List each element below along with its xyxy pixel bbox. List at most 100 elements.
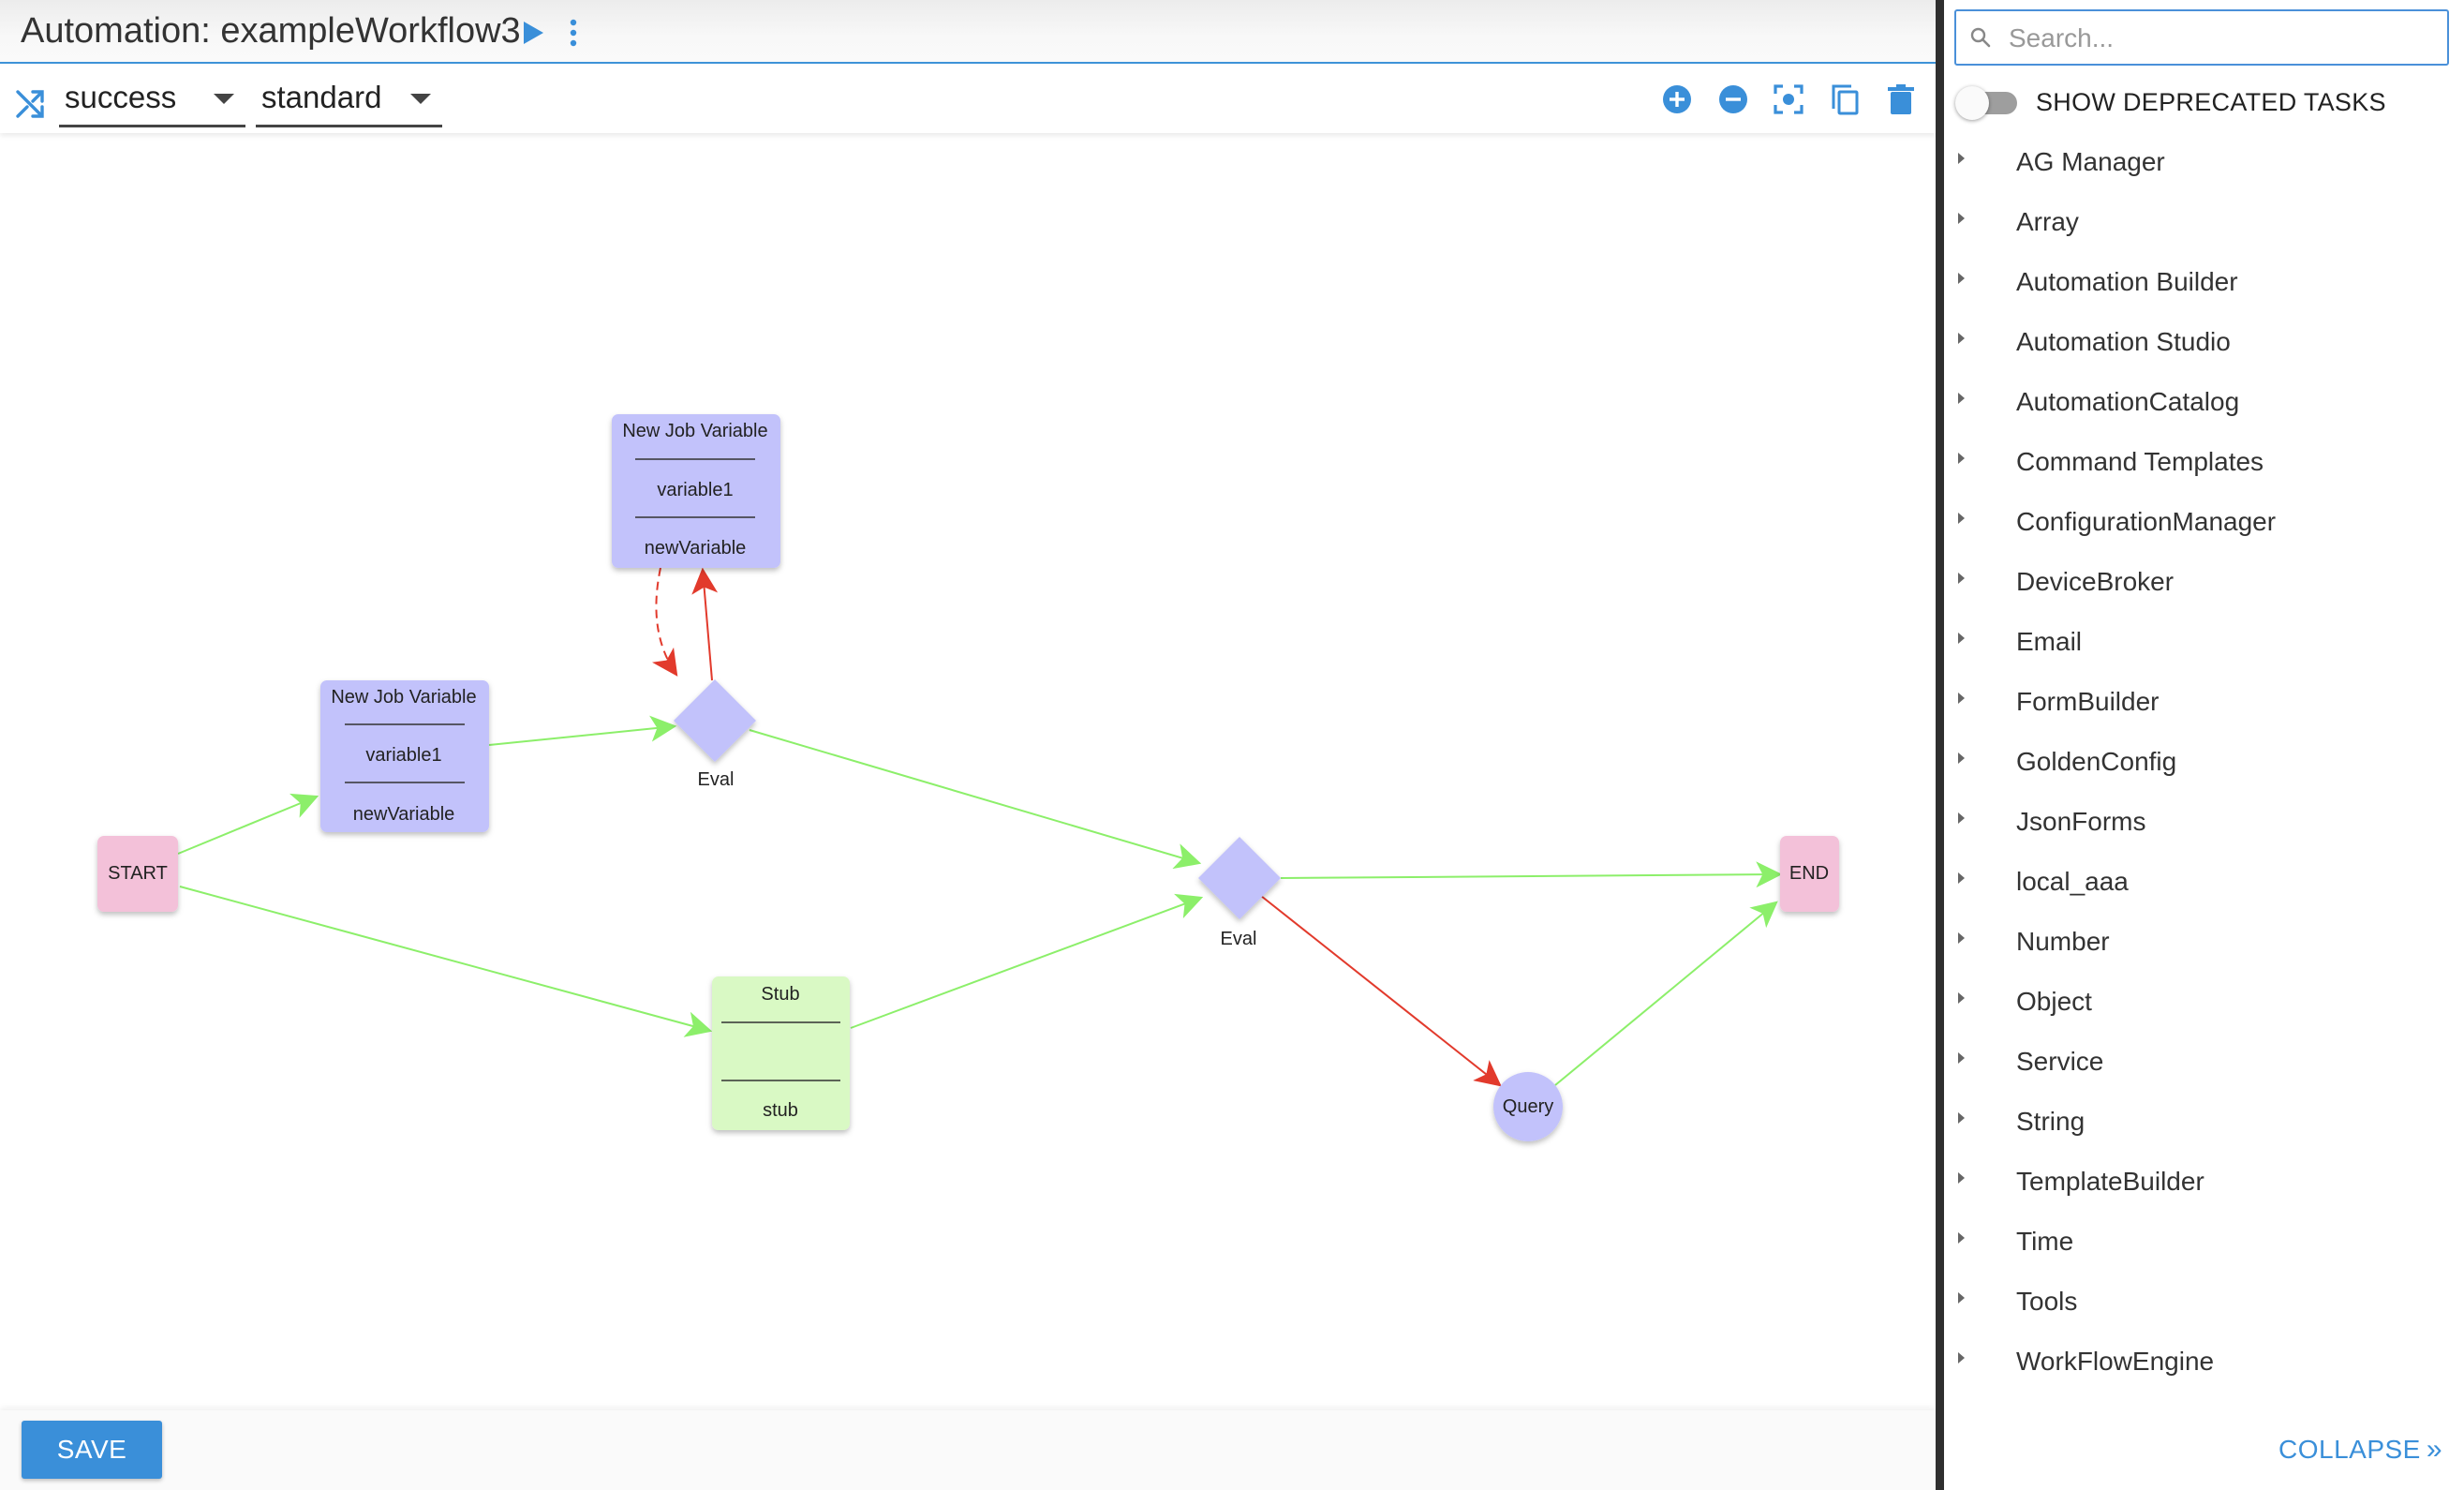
collapse-button[interactable]: COLLAPSE» <box>2278 1434 2442 1466</box>
edge-eval-to-eval2[interactable] <box>749 729 1202 870</box>
type-select-value: standard <box>261 80 382 114</box>
search-field[interactable] <box>1954 9 2449 66</box>
task-group-label: TemplateBuilder <box>2016 1167 2204 1196</box>
task-group-label: Array <box>2016 207 2079 236</box>
task-group-label: Object <box>2016 987 2092 1016</box>
task-group-item[interactable]: Number <box>1944 913 2464 973</box>
edge-eval2-to-end[interactable] <box>1280 861 1783 888</box>
search-input[interactable] <box>2009 21 2430 56</box>
result-select-value: success <box>65 80 177 114</box>
workflow-editor: Automation: exampleWorkflow3 success sta… <box>0 0 1936 1490</box>
page-title: Automation: exampleWorkflow3 <box>21 11 521 51</box>
task-group-item[interactable]: Tools <box>1944 1273 2464 1333</box>
eval-node[interactable]: Eval <box>1198 837 1281 949</box>
double-chevron-right-icon: » <box>2426 1434 2443 1465</box>
caret-right-icon <box>1958 333 1965 344</box>
task-group-label: AG Manager <box>2016 147 2165 176</box>
stub-node-line2: stub <box>763 1100 798 1121</box>
start-node-label: START <box>108 863 168 884</box>
edge-query-to-end[interactable] <box>1554 901 1778 1086</box>
task-group-item[interactable]: GoldenConfig <box>1944 733 2464 793</box>
task-group-item[interactable]: Automation Builder <box>1944 253 2464 313</box>
delete-icon[interactable] <box>1884 82 1918 116</box>
task-group-item[interactable]: ConfigurationManager <box>1944 493 2464 553</box>
more-vert-icon[interactable] <box>564 17 583 49</box>
workflow-canvas[interactable]: START END New Job Variable variable1 new… <box>0 133 1936 1410</box>
task-group-label: DeviceBroker <box>2016 567 2175 596</box>
copy-icon[interactable] <box>1828 82 1862 116</box>
caret-right-icon <box>1958 153 1965 164</box>
task-group-item[interactable]: DeviceBroker <box>1944 553 2464 613</box>
shuffle-icon[interactable] <box>14 88 46 120</box>
task-group-label: Command Templates <box>2016 447 2264 476</box>
task-group-item[interactable]: AutomationCatalog <box>1944 373 2464 433</box>
type-select[interactable]: standard <box>256 73 442 127</box>
edge-jobvar-to-eval[interactable] <box>488 715 677 746</box>
task-group-label: Email <box>2016 627 2083 656</box>
caret-right-icon <box>1958 992 1965 1004</box>
task-group-item[interactable]: Command Templates <box>1944 433 2464 493</box>
result-select[interactable]: success <box>59 73 245 127</box>
job-variable-node[interactable]: New Job Variable variable1 newVariable <box>612 414 780 568</box>
title-bar: Automation: exampleWorkflow3 <box>0 0 1936 64</box>
task-group-item[interactable]: Array <box>1944 193 2464 253</box>
caret-right-icon <box>1958 633 1965 644</box>
job-variable-node-line2: newVariable <box>645 538 747 559</box>
search-icon <box>1970 27 1991 48</box>
task-group-item[interactable]: Object <box>1944 973 2464 1033</box>
edge-jobvar-top-to-eval-dashed[interactable] <box>651 567 678 677</box>
task-group-label: local_aaa <box>2016 867 2129 896</box>
save-button[interactable]: SAVE <box>22 1421 162 1479</box>
query-node-label: Query <box>1503 1096 1553 1117</box>
task-group-label: Tools <box>2016 1287 2078 1316</box>
task-group-item[interactable]: Time <box>1944 1213 2464 1273</box>
edge-start-to-jobvar[interactable] <box>177 793 319 855</box>
job-variable-node[interactable]: New Job Variable variable1 newVariable <box>320 680 489 832</box>
stub-node[interactable]: Stub stub <box>712 976 850 1130</box>
caret-right-icon <box>1958 1232 1965 1244</box>
task-group-item[interactable]: AG Manager <box>1944 133 2464 193</box>
deprecated-toggle[interactable] <box>1955 86 2019 120</box>
task-group-item[interactable]: Email <box>1944 613 2464 673</box>
edge-eval2-to-query[interactable] <box>1260 895 1502 1087</box>
panel-divider[interactable] <box>1936 0 1944 1490</box>
caret-right-icon <box>1958 932 1965 944</box>
task-group-label: GoldenConfig <box>2016 747 2177 776</box>
toggle-knob <box>1955 86 1989 120</box>
edge-start-to-stub[interactable] <box>179 886 713 1037</box>
start-node[interactable]: START <box>97 836 178 912</box>
query-node[interactable]: Query <box>1493 1072 1563 1141</box>
task-group-item[interactable]: WorkFlowEngine <box>1944 1333 2464 1393</box>
fit-screen-icon[interactable] <box>1772 82 1805 116</box>
task-group-item[interactable]: JsonForms <box>1944 793 2464 853</box>
edge-stub-to-eval2[interactable] <box>850 893 1204 1029</box>
caret-right-icon <box>1958 273 1965 284</box>
task-group-item[interactable]: FormBuilder <box>1944 673 2464 733</box>
edge-eval-to-jobvar-top[interactable] <box>691 567 719 681</box>
caret-right-icon <box>1958 752 1965 764</box>
end-node[interactable]: END <box>1780 836 1839 912</box>
footer-bar <box>0 1410 1936 1490</box>
task-group-label: WorkFlowEngine <box>2016 1347 2215 1376</box>
task-group-item[interactable]: Service <box>1944 1033 2464 1093</box>
caret-down-icon <box>214 94 234 104</box>
task-group-item[interactable]: local_aaa <box>1944 853 2464 913</box>
task-group-item[interactable]: TemplateBuilder <box>1944 1153 2464 1213</box>
job-variable-node-line1: variable1 <box>365 745 441 766</box>
zoom-out-icon[interactable] <box>1716 82 1750 116</box>
eval-node[interactable]: Eval <box>674 679 756 790</box>
caret-right-icon <box>1958 693 1965 704</box>
job-variable-node-line2: newVariable <box>353 804 455 825</box>
task-group-item[interactable]: String <box>1944 1093 2464 1153</box>
stub-node-title: Stub <box>761 984 799 1005</box>
zoom-in-icon[interactable] <box>1660 82 1694 116</box>
eval-node-label: Eval <box>1221 929 1257 949</box>
caret-right-icon <box>1958 393 1965 404</box>
job-variable-node-title: New Job Variable <box>331 687 476 708</box>
caret-right-icon <box>1958 1292 1965 1304</box>
caret-right-icon <box>1958 513 1965 524</box>
end-node-label: END <box>1789 863 1829 884</box>
play-icon[interactable] <box>518 19 546 47</box>
task-group-item[interactable]: Automation Studio <box>1944 313 2464 373</box>
job-variable-node-line1: variable1 <box>657 480 733 500</box>
